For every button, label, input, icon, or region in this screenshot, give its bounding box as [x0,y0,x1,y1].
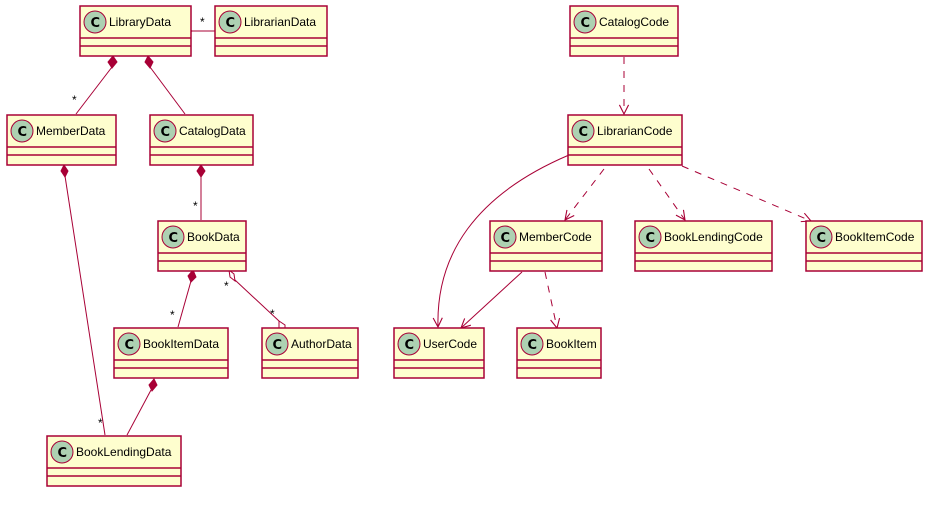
class-booklendingdata[interactable]: C BookLendingData [46,435,182,487]
class-authordata[interactable]: C AuthorData [261,327,359,379]
composition-diamond-icon [148,378,158,392]
multiplicity-library-librarian: * [200,15,205,29]
multiplicity-book-bookitem: * [170,308,175,322]
class-marker: C [646,231,656,246]
aggregation-diamond-source-icon [228,268,236,283]
class-name-bookitemdata: BookItemData [143,337,219,351]
class-catalogcode[interactable]: C CatalogCode [569,5,679,57]
class-icon [153,119,177,143]
class-icon [50,440,74,464]
composition-diamond-icon [187,269,197,283]
class-marker: C [501,231,511,246]
class-librariandata[interactable]: C LibrarianData [214,5,328,57]
edge-library-member [75,66,113,115]
edge-member-lending [64,175,106,436]
edge-librariancode-usercode [438,154,570,327]
class-name-bookitemcode: BookItemCode [835,230,915,244]
class-marker: C [273,338,283,353]
class-bookdata[interactable]: C BookData [157,220,247,272]
class-name-librariancode: LibrarianCode [597,124,673,138]
class-marker: C [169,231,179,246]
multiplicity-member-lending: * [98,416,103,430]
class-name-catalogdata: CatalogData [179,124,246,138]
multiplicity-book-author-source: * [224,279,229,293]
edge-membercode-usercode [461,271,523,328]
class-marker: C [579,125,589,140]
class-bookitemdata[interactable]: C BookItemData [113,327,229,379]
class-marker: C [18,125,28,140]
class-marker: C [528,338,538,353]
composition-diamond-icon [196,164,206,178]
class-usercode[interactable]: C UserCode [393,327,485,379]
class-marker: C [58,446,68,461]
class-name-memberdata: MemberData [36,124,106,138]
class-icon [809,225,833,249]
class-marker: C [581,16,591,31]
class-memberdata[interactable]: C MemberData [6,114,117,166]
edge-librariancode-booklendingcode [648,168,685,220]
class-name-catalogcode: CatalogCode [599,15,669,29]
class-name-usercode: UserCode [423,337,477,351]
class-membercode[interactable]: C MemberCode [489,220,603,272]
edge-library-catalog [149,66,186,115]
class-icon [10,119,34,143]
class-librariancode[interactable]: C LibrarianCode [567,114,683,166]
edge-book-bookitem [177,280,192,328]
class-booklendingcode[interactable]: C BookLendingCode [634,220,773,272]
class-icon [397,332,421,356]
class-icon [493,225,517,249]
class-name-booklendingcode: BookLendingCode [664,230,763,244]
class-icon [573,10,597,34]
composition-diamond-icon [60,164,69,178]
class-marker: C [226,16,236,31]
class-catalogdata[interactable]: C CatalogData [149,114,254,166]
multiplicity-library-member: * [72,93,77,107]
edge-librariancode-membercode [565,168,605,220]
class-icon [638,225,662,249]
class-bookitemcode[interactable]: C BookItemCode [805,220,923,272]
class-icon [265,332,289,356]
class-name-bookitem: BookItem [546,337,597,351]
class-marker: C [405,338,415,353]
multiplicity-book-author-target: * [270,307,275,321]
class-librarydata[interactable]: C LibraryData [79,5,192,57]
class-name-librariandata: LibrarianData [244,15,316,29]
class-marker: C [817,231,827,246]
edge-membercode-bookitem [544,271,557,328]
class-name-authordata: AuthorData [291,337,352,351]
class-icon [117,332,141,356]
class-name-booklendingdata: BookLendingData [76,445,172,459]
edge-librariancode-bookitemcode [681,165,811,221]
class-marker: C [125,338,135,353]
composition-diamond-icon [144,55,154,69]
class-name-bookdata: BookData [187,230,240,244]
class-icon [520,332,544,356]
class-icon [571,119,595,143]
class-name-membercode: MemberCode [519,230,592,244]
class-name-librarydata: LibraryData [109,15,171,29]
edges-data: * * * * * * * [60,15,286,436]
class-icon [161,225,185,249]
class-bookitem[interactable]: C BookItem [516,327,602,379]
composition-diamond-icon [107,55,118,69]
edge-bookitem-lending [126,389,152,436]
edges-code: UserCode (curve) --> UserCode --> [438,57,811,328]
class-marker: C [161,125,171,140]
edge-book-author [234,279,280,322]
multiplicity-catalog-book: * [193,199,198,213]
class-icon [218,10,242,34]
class-marker: C [91,16,101,31]
class-icon [83,10,107,34]
